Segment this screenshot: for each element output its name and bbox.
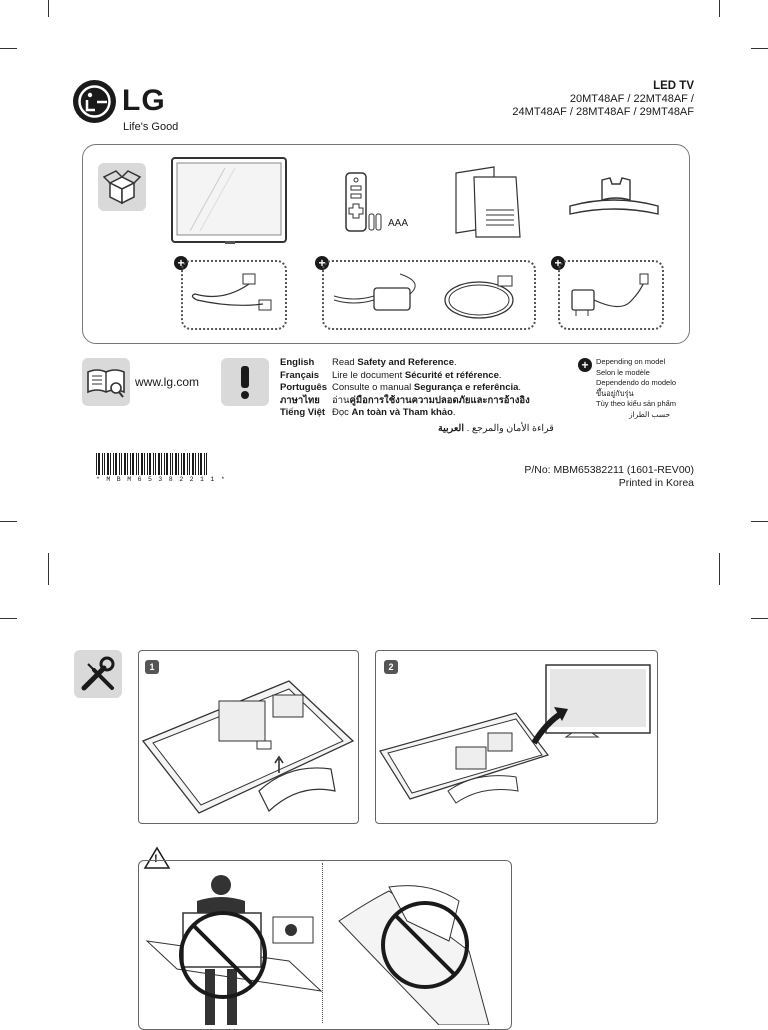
part-number-block: P/No: MBM65382211 (1601-REV00) Printed i… [524,464,694,490]
barcode-bar [206,453,207,475]
product-header: LED TV 20MT48AF / 22MT48AF / 24MT48AF / … [512,80,694,119]
barcode-bar [132,453,134,475]
barcode-bar [102,453,103,475]
manual-documents-illustration [454,165,524,239]
barcode-bar [155,453,156,475]
box-icon [98,163,146,211]
warning-divider [322,863,323,1023]
crop-mark [0,521,17,522]
barcode-bar [158,453,160,475]
barcode-bar [130,453,131,475]
barcode-bar [138,453,139,475]
barcode-bar [204,453,205,475]
barcode-bar [113,453,114,475]
safety-language-list: English Read Safety and Reference. Franç… [280,357,530,420]
barcode-bar [172,453,173,475]
barcode-bar [124,453,126,475]
exclamation-icon [221,358,269,406]
warning-panel [138,860,512,1030]
barcode-bar [127,453,128,475]
crop-mark [719,553,720,585]
barcode-bar [147,453,148,475]
crop-mark [751,618,768,619]
barcode [96,453,210,475]
product-type: LED TV [653,80,694,92]
brand-name: LG [122,84,166,117]
battery-label: AAA [388,218,409,229]
barcode-bar [175,453,177,475]
barcode-bar [192,453,194,475]
components-panel [82,144,690,344]
barcode-bar [170,453,171,475]
printed-in: Printed in Korea [618,477,694,489]
barcode-bar [136,453,137,475]
barcode-bar [141,453,143,475]
barcode-bar [115,453,117,475]
barcode-bar [119,453,120,475]
assembly-step-2: 2 [375,650,658,824]
wrench-screwdriver-icon [74,650,122,698]
barcode-bar [195,453,196,475]
safety-row-arabic: قراءة الأمان والمرجع . العربية [438,423,554,434]
barcode-bar [161,453,162,475]
barcode-bar [104,453,105,475]
plus-icon: + [578,358,592,372]
book-magnifier-icon [82,358,130,406]
step-number-2: 2 [384,660,398,674]
optional-adapter-box [558,260,664,330]
barcode-bar [164,453,165,475]
model-list-line2: 24MT48AF / 28MT48AF / 29MT48AF [512,106,694,118]
step-number-1: 1 [145,660,159,674]
assembly-step-1: 1 [138,650,359,824]
barcode-bar [107,453,109,475]
barcode-bar [200,453,202,475]
optional-cable-box [181,260,287,330]
barcode-bar [187,453,188,475]
barcode-bar [181,453,182,475]
barcode-bar [149,453,151,475]
crop-mark [48,553,49,585]
lg-logo-icon [73,80,116,123]
safety-row-vietnamese: Tiếng Việt Đọc An toàn và Tham khảo. [280,407,456,418]
crop-mark [751,521,768,522]
barcode-bar [144,453,145,475]
barcode-bar [166,453,168,475]
remote-control-illustration [344,172,384,234]
barcode-bar [110,453,111,475]
barcode-bar [121,453,122,475]
optional-power-box [322,260,536,330]
barcode-bar [178,453,179,475]
crop-mark [719,0,720,17]
crop-mark [0,48,17,49]
barcode-bar [198,453,199,475]
barcode-bar [153,453,154,475]
brand-slogan: Life's Good [123,121,179,133]
warning-triangle-icon: ! [143,846,171,870]
website-link[interactable]: www.lg.com [135,375,200,389]
part-number: P/No: MBM65382211 (1601-REV00) [524,464,694,476]
barcode-bar [183,453,185,475]
tv-illustration [170,156,290,248]
crop-mark [48,0,49,17]
crop-mark [0,618,17,619]
barcode-bar [189,453,190,475]
crop-mark [751,48,768,49]
depending-on-model-note: Depending on model Selon le modèle Depen… [596,357,677,419]
barcode-bar [98,453,100,475]
barcode-text: * M B M 6 5 3 8 2 2 1 1 * [96,476,227,483]
stand-illustration [566,176,664,220]
safety-row-french: Français Lire le document Sécurité et ré… [280,369,502,381]
model-list-line1: 20MT48AF / 22MT48AF / [569,93,694,105]
safety-row-portuguese: Português Consulte o manual Segurança e … [280,382,522,393]
barcode-bar [96,453,97,475]
safety-row-english: English Read Safety and Reference. [280,357,457,368]
safety-row-thai: ภาษาไทย อ่านคู่มือการใช้งานความปลอดภัยแล… [280,394,530,406]
